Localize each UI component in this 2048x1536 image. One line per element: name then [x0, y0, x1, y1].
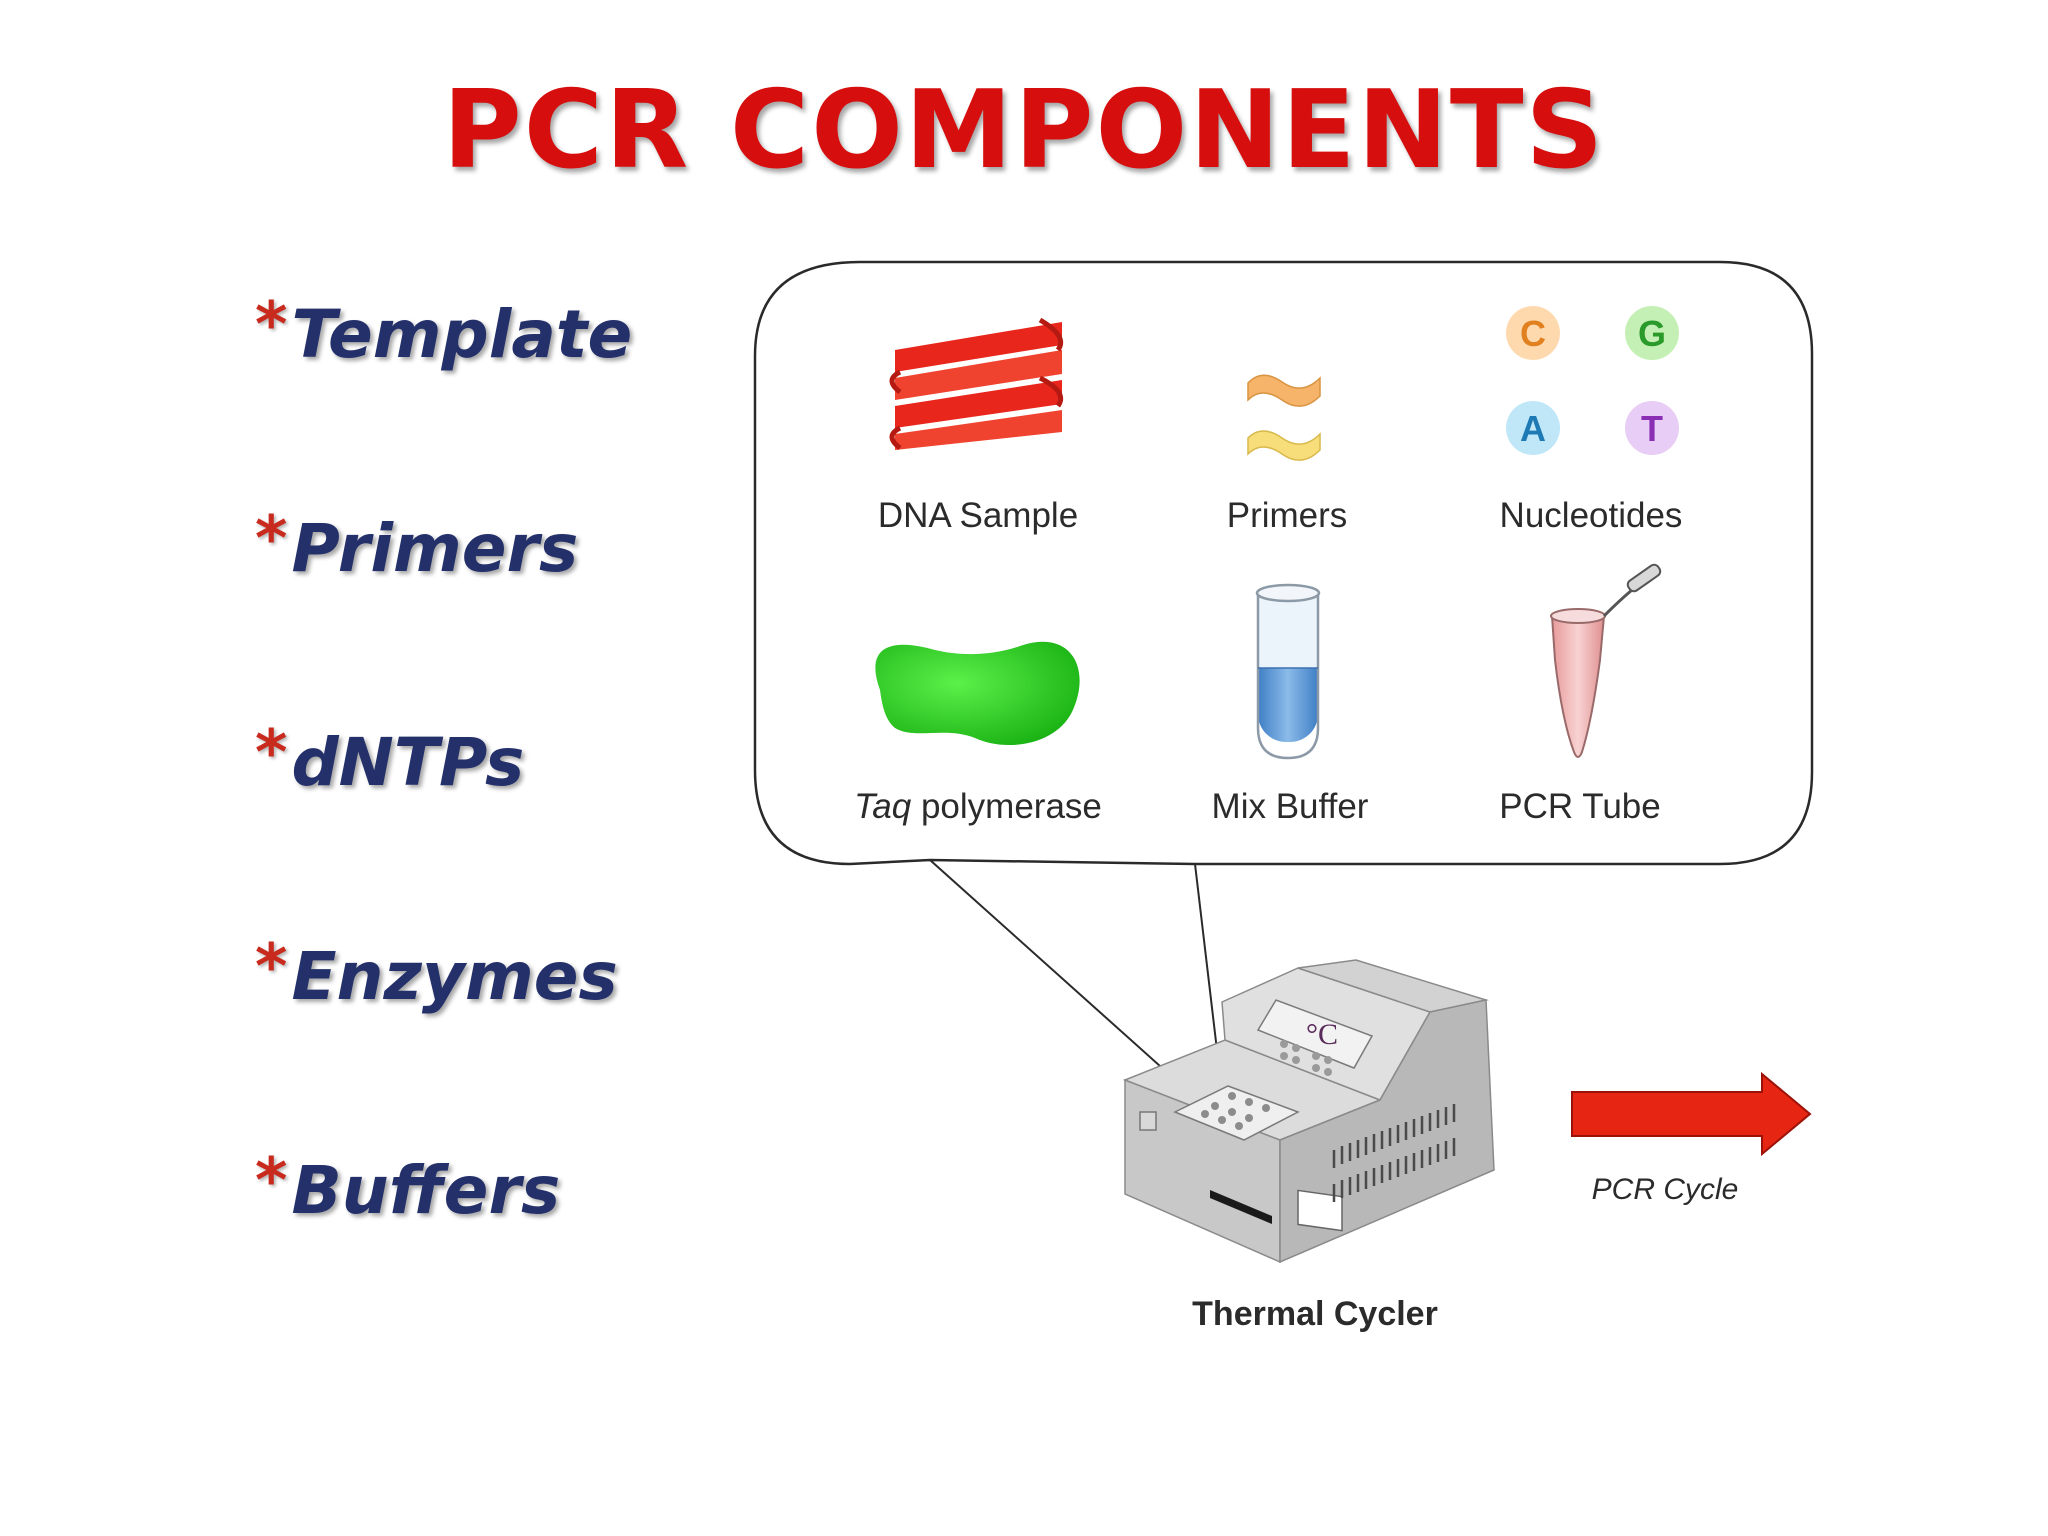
- list-item-label: dNTPs: [291, 724, 525, 801]
- bullet-marker: *: [255, 716, 288, 789]
- list-item-label: Enzymes: [291, 938, 618, 1015]
- temperature-display: °C: [1306, 1018, 1338, 1051]
- primers-label: Primers: [1227, 496, 1348, 535]
- pcr-cycle-label: PCR Cycle: [1592, 1173, 1739, 1206]
- list-item-label: Buffers: [291, 1152, 561, 1229]
- mix-buffer-label: Mix Buffer: [1212, 787, 1369, 826]
- list-item-template: * Template: [255, 294, 633, 514]
- bullet-marker: *: [255, 930, 288, 1003]
- dna-sample-icon: [889, 317, 1064, 450]
- nucleotide-g: G: [1638, 313, 1666, 354]
- component-list: * Template * Primers * dNTPs * Enzymes *…: [255, 294, 633, 1370]
- dna-sample-label: DNA Sample: [878, 496, 1078, 535]
- primers-icon: [1247, 374, 1321, 461]
- page-title: PCR COMPONENTS: [442, 68, 1606, 193]
- pcr-tube-label: PCR Tube: [1499, 787, 1660, 826]
- list-item-enzymes: * Enzymes: [255, 936, 632, 1156]
- list-item-label: Primers: [291, 510, 579, 587]
- list-item-label: Template: [291, 296, 633, 373]
- nucleotide-t: T: [1641, 408, 1663, 449]
- nucleotide-a: A: [1520, 408, 1546, 449]
- nucleotides-label: Nucleotides: [1500, 496, 1683, 535]
- bullet-marker: *: [255, 288, 288, 361]
- list-item-buffers: * Buffers: [255, 1150, 632, 1370]
- bullet-marker: *: [255, 502, 288, 575]
- taq-polymerase-label: Taq polymerase: [854, 787, 1102, 826]
- bullet-marker: *: [255, 1144, 288, 1217]
- list-item-dntps: * dNTPs: [255, 722, 632, 942]
- mix-buffer-icon: [1255, 583, 1321, 760]
- nucleotides-icon: C G A T: [1506, 306, 1679, 455]
- pcr-tube-icon: [1550, 563, 1662, 758]
- thermal-cycler-icon: °C: [1122, 959, 1495, 1264]
- list-item-primers: * Primers: [255, 508, 632, 728]
- nucleotide-c: C: [1520, 313, 1546, 354]
- thermal-cycler-label: Thermal Cycler: [1192, 1295, 1438, 1333]
- pcr-cycle-arrow: [1571, 1071, 1812, 1157]
- taq-polymerase-icon: [875, 641, 1080, 746]
